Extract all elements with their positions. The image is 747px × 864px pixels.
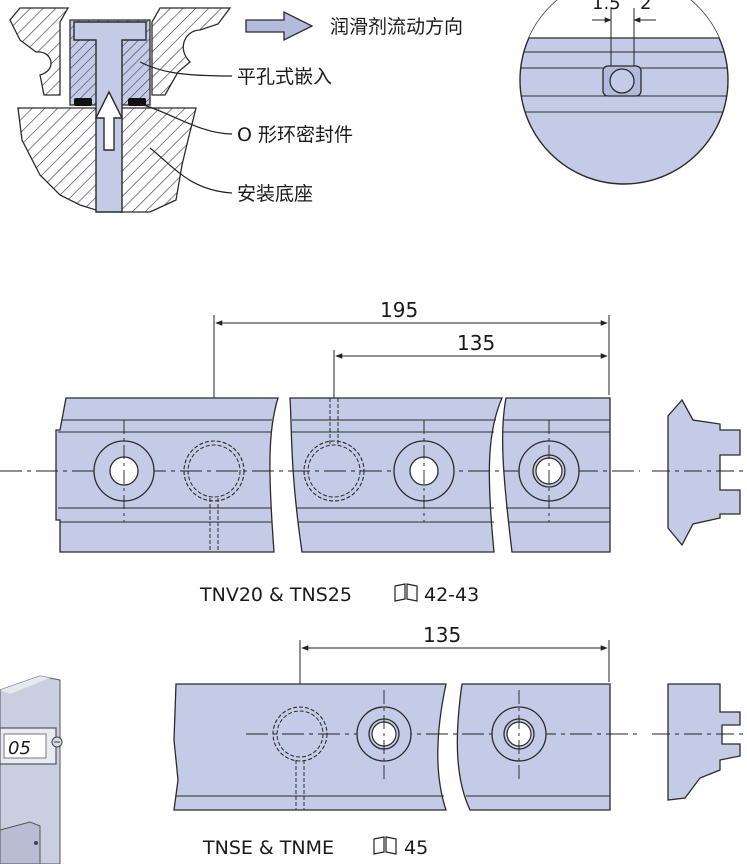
leader-flush-insert — [139, 61, 233, 77]
detail-dim-right: 2 — [640, 0, 651, 14]
flow-direction-legend: 润滑剂流动方向 — [245, 10, 463, 42]
rail-top: 195 135 — [0, 298, 747, 606]
caption-bottom-pages: 45 — [404, 837, 428, 859]
rail-bottom-holes — [272, 690, 547, 810]
rail-top-holes — [93, 398, 580, 552]
callout-flush-insert: 平孔式嵌入 — [237, 66, 332, 88]
flow-legend-arrow — [245, 10, 314, 42]
caption-bottom-models: TNSE & TNME — [202, 837, 334, 859]
leader-o-ring — [139, 103, 233, 135]
o-ring-left — [74, 98, 92, 106]
caption-top-pages: 42-43 — [424, 584, 479, 606]
detail-view: 1.5 2 — [519, 0, 729, 185]
dim-135-top-label: 135 — [457, 331, 495, 355]
callout-o-ring-seal: O 形环密封件 — [237, 124, 353, 146]
photo-digits: 05 — [8, 738, 31, 759]
flow-direction-label: 润滑剂流动方向 — [330, 16, 463, 38]
callout-mounting-base: 安装底座 — [237, 183, 313, 205]
caption-top-models: TNV20 & TNS25 — [199, 584, 352, 606]
dim-195-label: 195 — [380, 298, 418, 322]
rail-cap-section-right — [151, 7, 232, 96]
book-icon-top — [394, 583, 418, 602]
detail-ball — [609, 68, 635, 94]
leader-mounting-base — [149, 147, 233, 194]
rail-cap-section — [9, 7, 70, 96]
book-icon-bottom — [373, 836, 397, 855]
detail-dim-left: 1.5 — [592, 0, 621, 14]
flow-arrow-up — [94, 90, 124, 151]
dim-135-bottom-label: 135 — [423, 623, 461, 647]
rail-bottom-profile — [667, 683, 741, 801]
rail-top-body — [55, 397, 279, 553]
rail-bottom: 135 TNSE & TNME 45 — [173, 623, 747, 859]
photo-fragment: 05 — [0, 675, 63, 864]
lubrication-cross-section: 平孔式嵌入 O 形环密封件 安装底座 — [9, 7, 353, 213]
rail-top-profile — [667, 398, 741, 547]
